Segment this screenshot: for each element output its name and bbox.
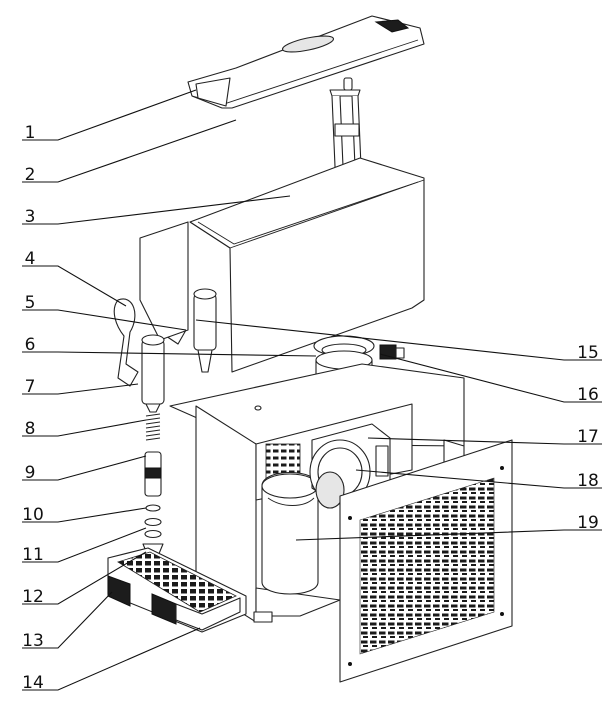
callout-number: 17 [577,427,599,447]
callout-number: 19 [577,513,599,533]
callout-number: 12 [22,587,44,607]
callout-number: 14 [22,673,44,693]
callout-number: 9 [25,463,36,483]
lid [187,15,425,109]
callout-number: 1 [25,123,36,143]
side-panel [339,439,513,683]
callout-number: 11 [22,545,44,565]
callout-number: 6 [25,335,36,355]
callout-number: 3 [25,207,36,227]
leader-lines [22,89,602,691]
callout-number: 15 [577,343,599,363]
callout-number: 2 [25,165,36,185]
callout-number: 5 [25,293,36,313]
dispenser-handles [113,221,189,387]
callout-number: 18 [577,471,599,491]
callouts-left: 1 2 3 4 5 6 7 8 9 10 11 12 13 14 [22,123,44,693]
callout-number: 7 [25,377,36,397]
callout-number: 10 [22,505,44,525]
callouts-right: 15 16 17 18 19 [577,343,599,533]
compressor [261,471,319,595]
bowl [189,157,425,373]
callout-number: 13 [22,631,44,651]
drip-tray [107,547,247,633]
callout-number: 8 [25,419,36,439]
small-parts [142,413,164,557]
callout-number: 16 [577,385,599,405]
callout-number: 4 [25,249,36,269]
